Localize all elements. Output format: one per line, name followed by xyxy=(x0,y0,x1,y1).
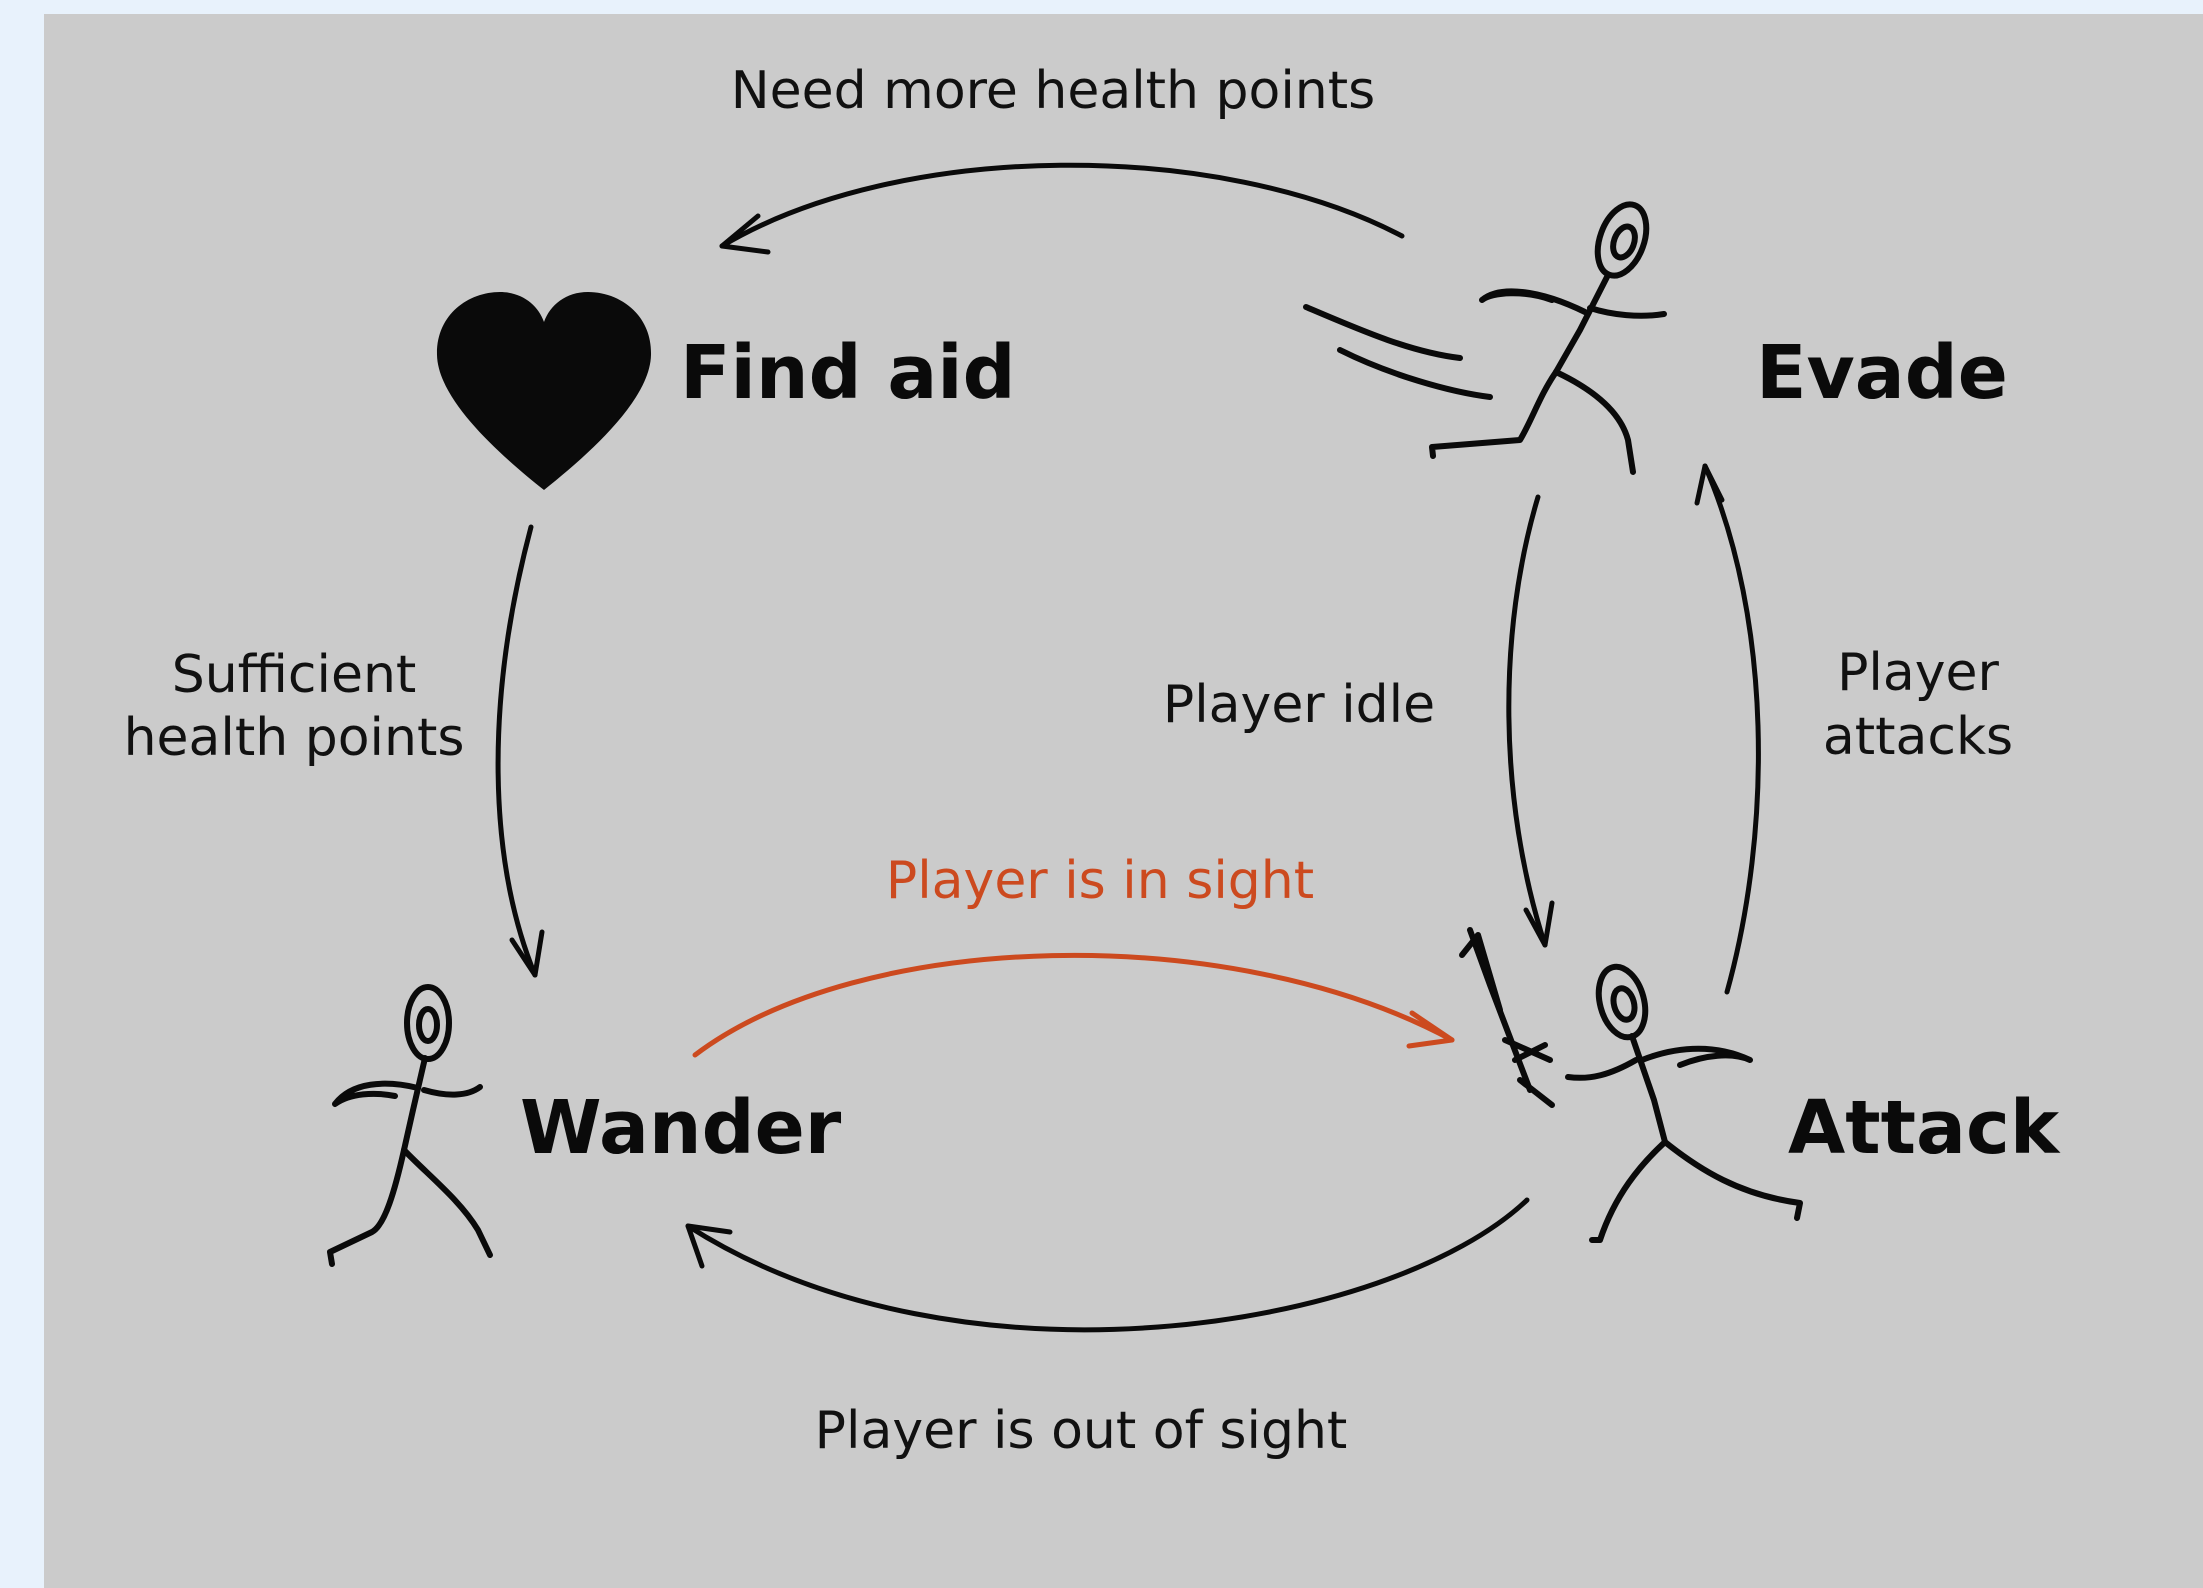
edge-need-more-health xyxy=(719,162,1405,255)
state-attack: Attack xyxy=(1788,1085,2061,1171)
edge-player-idle xyxy=(1506,494,1555,948)
edge-player-attacks xyxy=(1694,463,1761,995)
diagram-panel xyxy=(44,14,2203,1588)
edge-sufficient-health xyxy=(495,524,545,978)
label-player-in-sight: Player is in sight xyxy=(886,851,1314,911)
edge-player-out-of-sight xyxy=(685,1197,1530,1333)
stick-figure-with-sword-icon xyxy=(1459,927,1803,1243)
label-sufficient-health-line2: health points xyxy=(124,708,465,768)
label-player-idle: Player idle xyxy=(1163,675,1435,735)
edge-player-in-sight xyxy=(692,952,1455,1058)
state-find-aid: Find aid xyxy=(680,330,1016,416)
label-player-attacks-line2: attacks xyxy=(1823,707,2013,767)
walking-stick-figure-icon xyxy=(327,984,493,1267)
heart-icon xyxy=(436,292,652,490)
label-need-more-health: Need more health points xyxy=(731,61,1376,121)
label-player-attacks-line1: Player xyxy=(1837,643,1999,703)
label-player-out-of-sight: Player is out of sight xyxy=(815,1401,1348,1461)
state-wander: Wander xyxy=(520,1085,842,1171)
running-stick-figure-icon xyxy=(1303,201,1667,475)
state-evade: Evade xyxy=(1756,330,2008,416)
label-sufficient-health-line1: Sufficient xyxy=(172,645,417,705)
